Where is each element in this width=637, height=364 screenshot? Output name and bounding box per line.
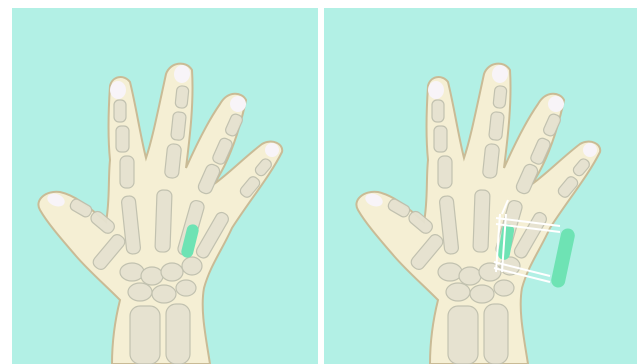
- right-panel: [324, 0, 637, 364]
- left-illustration: [0, 0, 318, 364]
- left-panel: [0, 0, 318, 364]
- right-illustration: [324, 0, 637, 364]
